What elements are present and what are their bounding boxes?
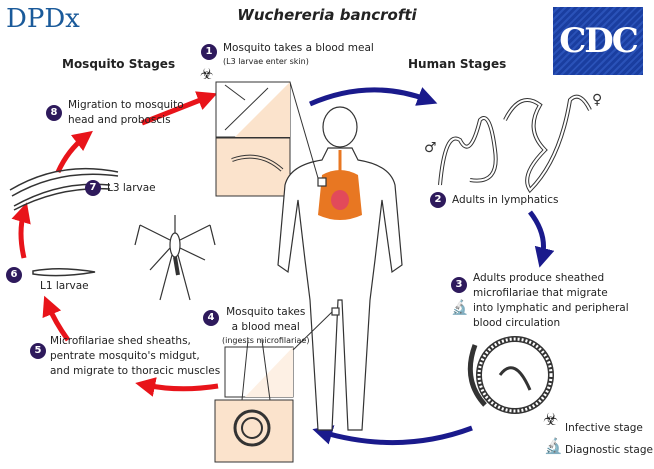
- bite-boxes-top: [215, 81, 291, 197]
- legend-microscope-icon: 🔬: [544, 437, 563, 455]
- step-3-text: Adults produce sheathed microfilariae th…: [473, 271, 629, 331]
- step-2-text: Adults in lymphatics: [452, 194, 559, 206]
- cdc-logo: CDC: [553, 7, 643, 75]
- step-5-text: Microfilariae shed sheaths, pentrate mos…: [50, 334, 220, 379]
- dpdx-logo: DPDx: [6, 4, 80, 34]
- step-1-sub: (L3 larvae enter skin): [223, 57, 309, 66]
- human-body: [277, 106, 403, 431]
- step-3-line: microfilariae that migrate: [473, 287, 608, 299]
- step-5-badge: 5: [30, 343, 46, 359]
- step-8-text: Migration to mosquito head and proboscis: [68, 98, 184, 128]
- step-3-line: into lymphatic and peripheral: [473, 302, 629, 314]
- step-4-line: Mosquito takes: [226, 306, 306, 318]
- mosquito-stages-header: Mosquito Stages: [62, 57, 176, 71]
- arrow-1-to-2: [309, 87, 438, 107]
- step-6-text: L1 larvae: [40, 280, 89, 292]
- arrow-7-to-8: [55, 130, 93, 174]
- step-4-text: Mosquito takes a blood meal (ingests mic…: [222, 305, 309, 346]
- step-1-text: Mosquito takes a blood meal (L3 larvae e…: [223, 41, 374, 67]
- arrow-2-to-3: [528, 210, 555, 268]
- arrow-3-to-4: [312, 425, 473, 446]
- step-8-badge: 8: [46, 105, 62, 121]
- female-symbol: ♀: [592, 92, 602, 108]
- step-7-text: L3 larvae: [107, 182, 156, 194]
- arrow-6-to-7: [11, 202, 31, 259]
- mosquito-drawing: [134, 215, 216, 301]
- human-stages-header: Human Stages: [408, 57, 507, 71]
- bite-boxes-bottom: [214, 339, 294, 463]
- step-5-line: Microfilariae shed sheaths,: [50, 335, 191, 347]
- microfilaria-drawing: [467, 336, 554, 414]
- legend-biohazard-icon: ☣: [543, 410, 559, 430]
- step-3-line: Adults produce sheathed: [473, 272, 605, 284]
- step-8-line: Migration to mosquito: [68, 99, 184, 111]
- step-5-line: and migrate to thoracic muscles: [50, 365, 221, 377]
- arrow-8-to-1: [141, 91, 218, 126]
- l3-larvae-drawing: [9, 167, 119, 211]
- arrow-5-to-6: [42, 295, 71, 342]
- step-2-badge: 2: [430, 192, 446, 208]
- step-4-line: a blood meal: [231, 321, 300, 333]
- step-5-line: pentrate mosquito's midgut,: [50, 350, 200, 362]
- microscope-icon: 🔬: [451, 300, 469, 316]
- step-3-badge: 3: [451, 277, 467, 293]
- step-8-line: head and proboscis: [68, 114, 171, 126]
- step-6-badge: 6: [6, 267, 22, 283]
- step-7-badge: 7: [85, 180, 101, 196]
- legend-infective-label: Infective stage: [565, 422, 643, 434]
- step-4-sub: (ingests microfilariae): [222, 336, 310, 345]
- legend-diagnostic-label: Diagnostic stage: [565, 444, 653, 456]
- biohazard-icon: ☣: [200, 65, 214, 83]
- step-1-line: Mosquito takes a blood meal: [223, 42, 374, 54]
- arrow-4-to-5: [135, 377, 219, 397]
- diagram-title: Wuchereria bancrofti: [237, 6, 417, 24]
- step-3-line: blood circulation: [473, 317, 561, 329]
- male-symbol: ♂: [424, 140, 437, 156]
- step-1-badge: 1: [201, 44, 217, 60]
- l1-larvae-drawing: [32, 268, 96, 277]
- step-4-badge: 4: [203, 310, 219, 326]
